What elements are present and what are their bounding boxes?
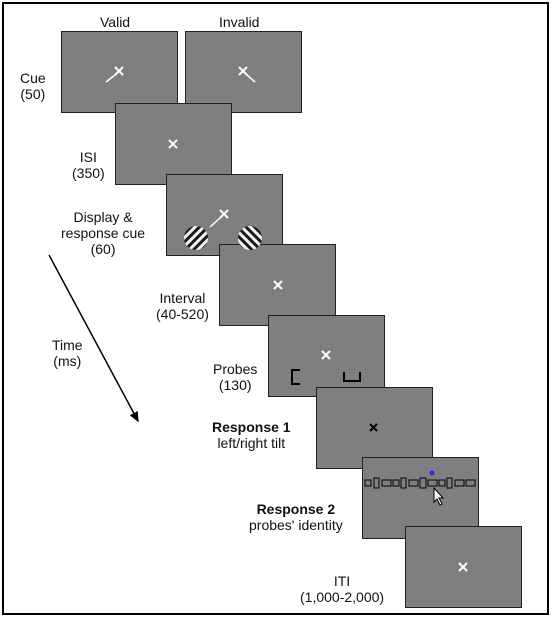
- probes-duration: (130): [218, 377, 252, 393]
- time-line1: Time: [52, 337, 83, 353]
- cue-duration: (50): [20, 86, 46, 102]
- display-fixation-icon: [219, 209, 229, 219]
- display-label: Display & response cue (60): [61, 209, 145, 257]
- time-label: Time (ms): [52, 337, 83, 369]
- right-grating: [238, 226, 262, 250]
- display-line2: response cue: [61, 225, 146, 241]
- time-arrow: [48, 254, 139, 423]
- probe-options-row: [364, 477, 476, 489]
- response1-name: Response 1: [212, 419, 291, 435]
- iti-label: ITI (1,000-2,000): [300, 573, 384, 605]
- response2-dot: [429, 470, 435, 476]
- cue-valid-fixation-icon: [114, 66, 124, 76]
- probes-fixation-icon: [321, 350, 331, 360]
- response2-detail: probes' identity: [249, 517, 343, 533]
- iti-duration: (1,000-2,000): [300, 589, 385, 605]
- response2-name: Response 2: [256, 501, 336, 517]
- probes-label: Probes (130): [213, 361, 257, 393]
- response1-fixation-icon: [369, 423, 378, 432]
- display-response-cue-line: [209, 217, 221, 228]
- display-line1: Display &: [73, 209, 133, 225]
- response1-label: Response 1 left/right tilt: [212, 419, 291, 451]
- time-line2: (ms): [53, 353, 82, 369]
- left-grating: [184, 226, 208, 250]
- response2-panel: [362, 457, 479, 539]
- cue-name: Cue: [20, 70, 46, 86]
- isi-duration: (350): [72, 165, 105, 181]
- interval-name: Interval: [159, 290, 206, 306]
- isi-name: ISI: [79, 149, 97, 165]
- valid-header: Valid: [100, 14, 131, 30]
- probes-name: Probes: [213, 361, 258, 377]
- interval-duration: (40-520): [156, 306, 209, 322]
- iti-name: ITI: [333, 573, 351, 589]
- response1-detail: left/right tilt: [217, 435, 286, 451]
- cue-valid-line: [105, 74, 116, 83]
- cue-invalid-fixation-icon: [238, 66, 248, 76]
- response2-label: Response 2 probes' identity: [249, 501, 343, 533]
- right-probe-bracket: [343, 372, 361, 382]
- iti-fixation-icon: [458, 562, 468, 572]
- display-duration: (60): [90, 241, 116, 257]
- interval-fixation-icon: [273, 280, 283, 290]
- cue-invalid-line: [246, 74, 256, 83]
- isi-fixation-icon: [168, 139, 178, 149]
- interval-label: Interval (40-520): [156, 290, 209, 322]
- isi-label: ISI (350): [72, 149, 105, 181]
- mouse-cursor-icon: [433, 486, 445, 506]
- left-probe-bracket: [291, 369, 300, 385]
- cue-label: Cue (50): [20, 70, 46, 102]
- invalid-header: Invalid: [219, 14, 260, 30]
